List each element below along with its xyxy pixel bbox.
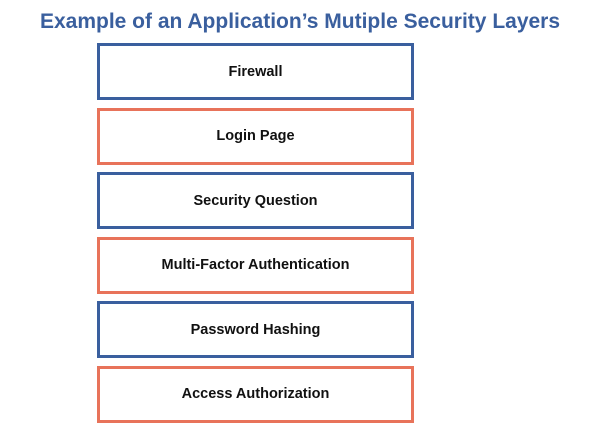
layer-password-hashing: Password Hashing bbox=[97, 301, 414, 359]
layer-access-authorization: Access Authorization bbox=[97, 365, 414, 423]
layer-label: Password Hashing bbox=[190, 321, 321, 338]
security-layers-stack: Firewall Login Page Security Question Mu… bbox=[97, 43, 414, 423]
diagram-title: Example of an Application’s Mutiple Secu… bbox=[39, 10, 561, 33]
layer-label: Login Page bbox=[216, 128, 295, 145]
layer-label: Security Question bbox=[193, 192, 318, 209]
layer-label: Multi-Factor Authentication bbox=[161, 257, 350, 274]
layer-firewall: Firewall bbox=[97, 43, 414, 100]
layer-label: Access Authorization bbox=[181, 386, 330, 403]
layer-security-question: Security Question bbox=[97, 172, 414, 230]
layer-label: Firewall bbox=[228, 63, 283, 80]
layer-multi-factor-authentication: Multi-Factor Authentication bbox=[97, 236, 414, 294]
layer-login-page: Login Page bbox=[97, 107, 414, 165]
